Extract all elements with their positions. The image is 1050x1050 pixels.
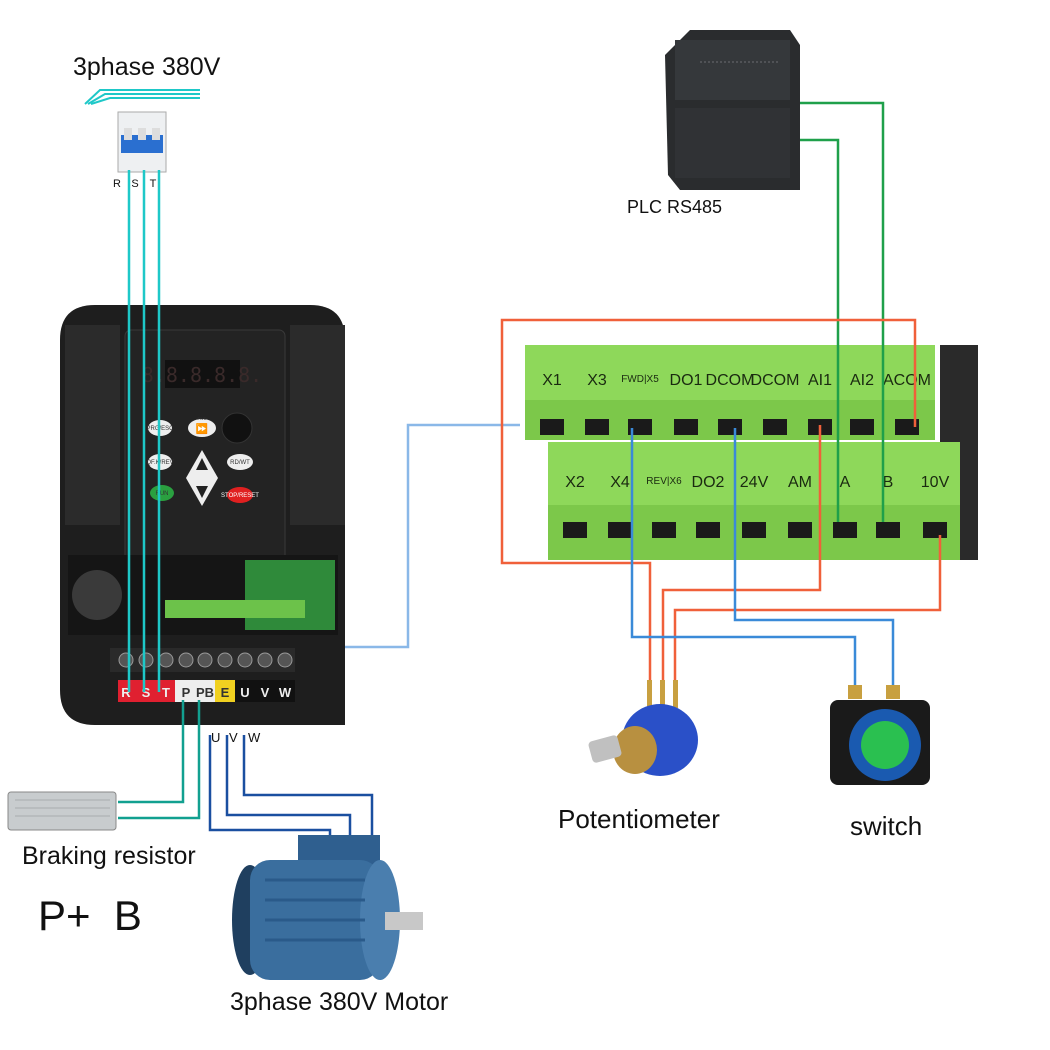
terminal-label-b: B (883, 474, 894, 491)
terminal-screw-slot[interactable] (540, 419, 564, 435)
power-terminal-v: V (261, 685, 270, 700)
plc-label: PLC RS485 (627, 197, 722, 217)
push-button-switch (830, 685, 930, 785)
power-terminal-screw (118, 652, 134, 668)
rd-wt-key-label: RD/WT (230, 460, 250, 466)
terminal-screw-slot[interactable] (718, 419, 742, 435)
vfd-inverter: 8.8.8.8.8. (60, 305, 345, 725)
potentiometer-label: Potentiometer (558, 804, 720, 834)
breaker-terminal-t: T (150, 178, 157, 190)
terminal-screw-slot[interactable] (895, 419, 919, 435)
terminal-label-ai2: AI2 (850, 372, 874, 389)
breaker-terminal-r: R (113, 178, 121, 190)
terminal-label-x2: X2 (565, 474, 585, 491)
terminal-label-rev-x6: REV|X6 (646, 476, 682, 487)
terminal-screw-slot[interactable] (788, 522, 812, 538)
vfd-output-w: W (248, 730, 261, 745)
terminal-label-x4: X4 (610, 474, 630, 491)
terminal-label-dcom: DCOM (751, 372, 800, 389)
vfd-output-v: V (229, 730, 238, 745)
down-arrow-icon (196, 486, 208, 498)
power-terminal-w: W (279, 685, 292, 700)
terminal-label-dcom: DCOM (706, 372, 755, 389)
braking-terminals-label: P+ B (38, 892, 142, 939)
terminal-screw-slot[interactable] (833, 522, 857, 538)
power-terminal-s: S (142, 685, 151, 700)
power-terminal-screw (257, 652, 273, 668)
mains-lines (84, 89, 200, 105)
power-terminal-screw (178, 652, 194, 668)
terminal-screw-slot[interactable] (696, 522, 720, 538)
power-terminal-screw (237, 652, 253, 668)
terminal-label-x1: X1 (542, 372, 562, 389)
power-terminal-screw (197, 652, 213, 668)
mains-label: 3phase 380V (73, 53, 221, 81)
terminal-label-x3: X3 (587, 372, 607, 389)
up-arrow-icon (196, 458, 208, 470)
vfd-output-u: U (211, 730, 220, 745)
terminal-screw-slot[interactable] (628, 419, 652, 435)
braking-resistor-wires (118, 700, 201, 820)
breaker-terminal-s: S (131, 178, 138, 190)
terminal-label-do2: DO2 (692, 474, 725, 491)
stop-reset-key[interactable] (227, 487, 253, 503)
power-terminal-screw (217, 652, 233, 668)
stop-reset-key-label: STOP/RESET (221, 493, 259, 499)
terminal-screw-slot[interactable] (608, 522, 632, 538)
power-terminal-e: E (221, 685, 230, 700)
terminal-screw-slot[interactable] (923, 522, 947, 538)
terminal-label-ai1: AI1 (808, 372, 832, 389)
terminal-label-do1: DO1 (670, 372, 703, 389)
terminal-label-acom: ACOM (883, 372, 931, 389)
switch-wires (630, 428, 895, 690)
braking-resistor (7, 791, 117, 831)
power-terminal-screw (138, 652, 154, 668)
power-terminal-p: P (182, 685, 191, 700)
wires (118, 101, 942, 840)
terminal-screw-slot[interactable] (850, 419, 874, 435)
terminal-label-24v: 24V (740, 474, 769, 491)
fwd-key-label: FWD (197, 416, 206, 421)
terminal-screw-slot[interactable] (674, 419, 698, 435)
motor-label: 3phase 380V Motor (230, 988, 448, 1016)
power-terminal-u: U (240, 685, 249, 700)
terminal-screw-slot[interactable] (563, 522, 587, 538)
terminal-label-a: A (840, 474, 851, 491)
run-key-label: RUN (156, 491, 169, 497)
power-terminal-screw (158, 652, 174, 668)
terminal-screw-slot[interactable] (652, 522, 676, 538)
terminal-label-10v: 10V (921, 474, 950, 491)
circuit-breaker (117, 111, 167, 173)
braking-resistor-label: Braking resistor (22, 842, 196, 870)
power-terminal-pb: PB (196, 685, 214, 700)
terminal-label-am: AM (788, 474, 812, 491)
mains-wires (127, 170, 161, 692)
plc-device (665, 30, 800, 190)
fast-forward-icon: ⏩ (196, 422, 208, 435)
power-terminal-strip (118, 680, 295, 702)
rs485-wires (800, 101, 885, 522)
rd-wt-key[interactable] (227, 454, 253, 470)
up-down-key[interactable] (186, 450, 218, 506)
potentiometer (588, 680, 698, 776)
power-terminal-t: T (162, 685, 170, 700)
terminal-label-fwd-x5: FWD|X5 (621, 374, 659, 385)
power-terminal-r: R (121, 685, 131, 700)
prg-esc-key-label: PRG/ESC (146, 426, 174, 432)
terminal-screw-slot[interactable] (876, 522, 900, 538)
motor (232, 835, 423, 980)
terminal-screw-slot[interactable] (585, 419, 609, 435)
link-wire (345, 423, 520, 649)
vfd-display: 8.8.8.8.8. (142, 363, 262, 387)
fwd-key[interactable] (188, 419, 216, 437)
switch-label: switch (850, 811, 922, 841)
power-terminal-screw (277, 652, 293, 668)
run-key[interactable] (150, 485, 174, 501)
terminal-screw-slot[interactable] (763, 419, 787, 435)
terminal-screw-slot[interactable] (742, 522, 766, 538)
motor-wires (208, 735, 374, 840)
